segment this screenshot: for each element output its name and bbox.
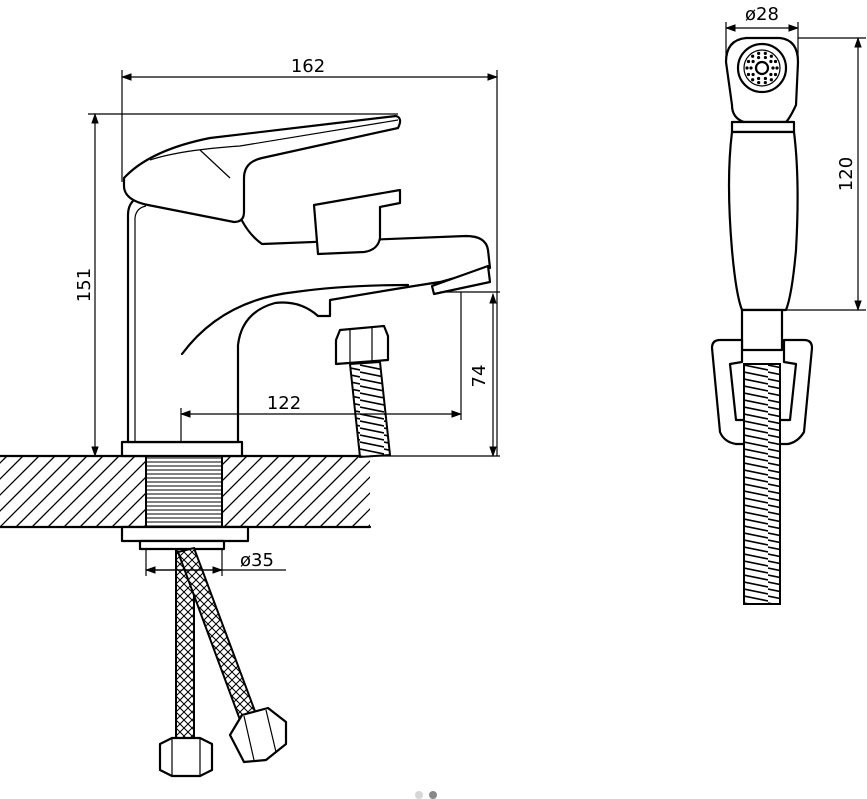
- dimension-reach: 122: [179, 292, 463, 442]
- mounting-plate: [120, 525, 250, 551]
- lever-handle: [122, 114, 402, 224]
- hose-nut-left: [158, 736, 214, 778]
- dimension-height: 151: [74, 112, 398, 458]
- hand-shower: [724, 36, 800, 352]
- dim-label-height: 151: [74, 268, 95, 302]
- dim-label-reach: 122: [267, 393, 301, 414]
- dimension-head-diameter: ø28: [724, 4, 800, 62]
- dim-label-head-diameter: ø28: [745, 4, 779, 25]
- dimension-shower-length: 120: [786, 36, 866, 312]
- threaded-shank: [145, 455, 223, 528]
- side-hose-coil: [348, 360, 392, 459]
- pager-dot[interactable]: [415, 791, 423, 799]
- hose-nut-right: [228, 706, 288, 764]
- dim-label-shower-length: 120: [836, 157, 857, 191]
- side-outlet-nut: [334, 324, 390, 366]
- shower-hose-coil: [743, 363, 781, 605]
- dim-label-base-diameter: ø35: [240, 550, 274, 571]
- dimension-width: 162: [120, 56, 499, 456]
- image-pager: [415, 788, 455, 799]
- dimension-spout-height: 74: [370, 291, 500, 458]
- dim-label-spout-height: 74: [469, 365, 490, 388]
- diverter-knob: [312, 188, 402, 256]
- dim-label-width: 162: [291, 56, 325, 77]
- faucet-body: [120, 194, 492, 458]
- dimension-base-diameter: ø35: [144, 549, 286, 576]
- countertop-slab: [0, 454, 372, 529]
- pager-dot[interactable]: [429, 791, 437, 799]
